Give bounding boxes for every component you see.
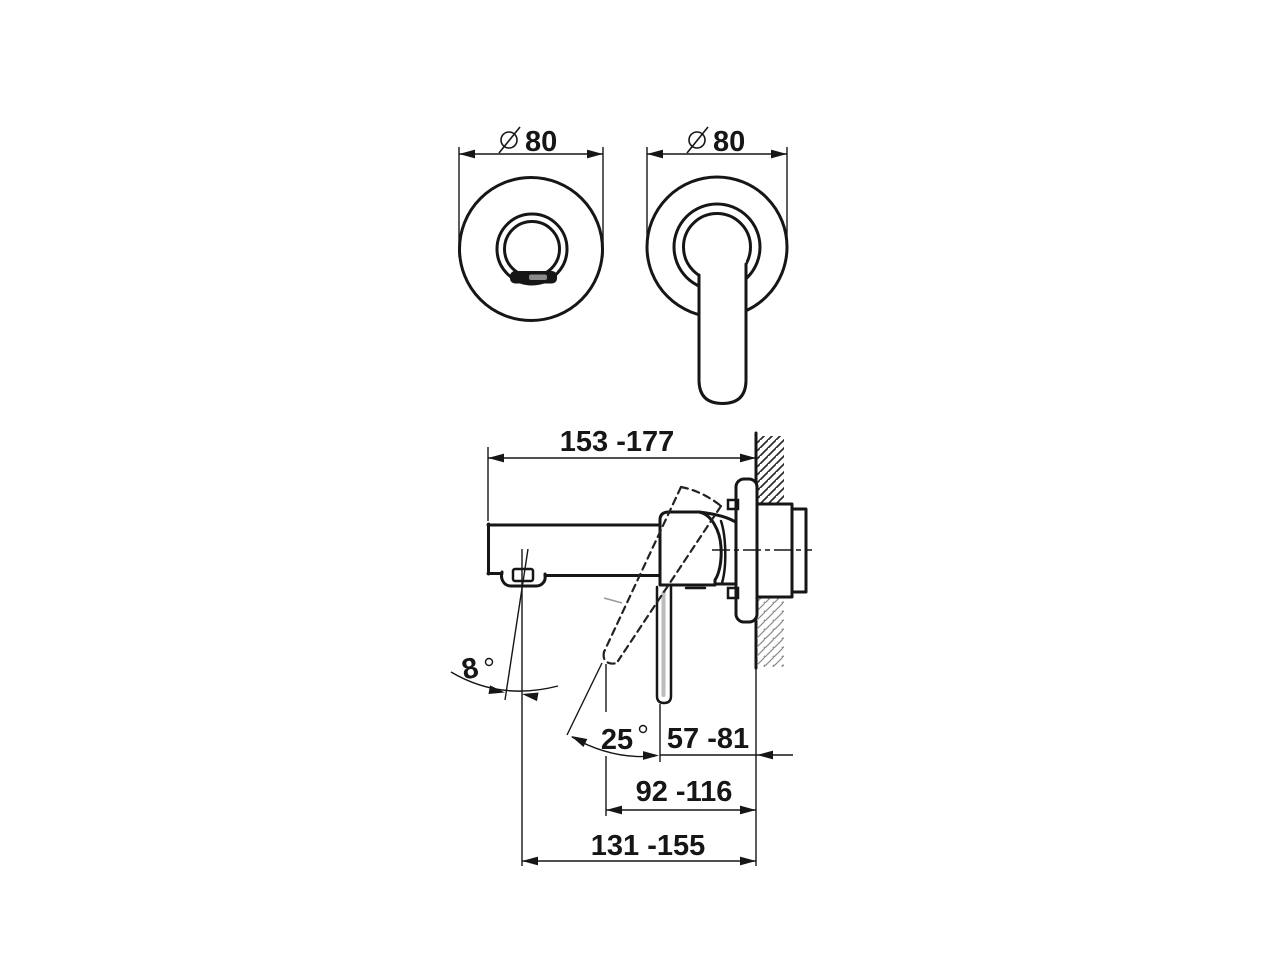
- wall-hatch-upper: [757, 436, 784, 503]
- body-cone-line: [719, 519, 727, 585]
- arrowhead: [771, 149, 787, 159]
- wall-hatch-lower: [757, 598, 784, 667]
- rosette-tab-bottom: [726, 586, 740, 600]
- dim-text-diameter-left: 80: [525, 126, 557, 158]
- dim-text-spout-projection: 153 -177: [560, 426, 675, 458]
- dimension-spout-angle: 8: [450, 548, 559, 702]
- dimensions: 153 -177 8 25: [450, 426, 793, 866]
- dim-text-diameter-right: 80: [713, 126, 745, 158]
- angle-arc: [450, 671, 559, 692]
- arrowhead: [587, 149, 603, 159]
- arrowhead: [643, 751, 659, 760]
- front-view-handle-escutcheon: 80: [645, 126, 789, 405]
- arrowhead: [647, 149, 663, 159]
- mixer-body-block: [658, 510, 723, 587]
- arrowhead: [757, 750, 773, 760]
- arrowhead: [740, 453, 756, 463]
- dim-text-outlet-reach: 131 -155: [591, 830, 706, 862]
- arrowhead: [488, 685, 506, 697]
- side-view: [486, 431, 812, 705]
- diameter-symbol: [686, 126, 709, 154]
- diameter-symbol: [498, 126, 521, 154]
- degree-symbol: [484, 657, 494, 667]
- dim-text-lever-angle: 25: [601, 724, 633, 756]
- surface-shade-line: [603, 597, 623, 604]
- arrowhead: [488, 453, 504, 463]
- wall-section: [754, 431, 784, 670]
- spout: [486, 522, 663, 588]
- lever-open-tip-cap: [602, 650, 620, 665]
- dim-text-cartridge-depth: 57 -81: [667, 723, 749, 755]
- dimension-lever-angle: 25: [566, 662, 659, 760]
- lever-open-dashed: [602, 485, 723, 665]
- front-view-spout-escutcheon: 80: [458, 126, 604, 322]
- aerator-slot: [529, 274, 547, 280]
- angle-leg-line: [504, 548, 529, 701]
- dimension-diameter-left: 80: [458, 126, 604, 257]
- lever-open-edge: [602, 485, 683, 654]
- dimension-spout-projection: 153 -177: [487, 426, 756, 521]
- escutcheon-outer-circle: [458, 176, 604, 322]
- lever-open-edge: [616, 504, 723, 663]
- lever-open-top-cap: [679, 485, 723, 508]
- dimension-outlet-reach: 131 -155: [522, 830, 756, 866]
- lever-front-mask: [699, 240, 746, 404]
- spout-inner-ring: [503, 220, 561, 278]
- angle-leg-line: [566, 662, 603, 736]
- arrowhead: [740, 805, 756, 815]
- arrowhead: [569, 732, 588, 747]
- dim-text-spout-angle: 8: [459, 652, 481, 687]
- lever-down-outline: [655, 585, 673, 705]
- dimension-cartridge-depth: 57 -81: [659, 704, 793, 762]
- aerator-side-outline: [500, 570, 547, 588]
- arrowhead: [606, 805, 622, 815]
- arrowhead: [522, 856, 538, 866]
- rosette-tab-top: [726, 498, 740, 511]
- lever-front-outline: [697, 262, 748, 405]
- lever-down: [655, 585, 673, 705]
- spout-outer-ring: [495, 212, 569, 286]
- dimension-diameter-right: 80: [646, 126, 788, 257]
- dimension-lever-reach: 92 -116: [605, 756, 756, 816]
- arrowhead: [459, 149, 475, 159]
- dim-text-lever-reach: 92 -116: [636, 776, 733, 808]
- degree-symbol: [638, 724, 648, 734]
- arrowhead: [740, 856, 756, 866]
